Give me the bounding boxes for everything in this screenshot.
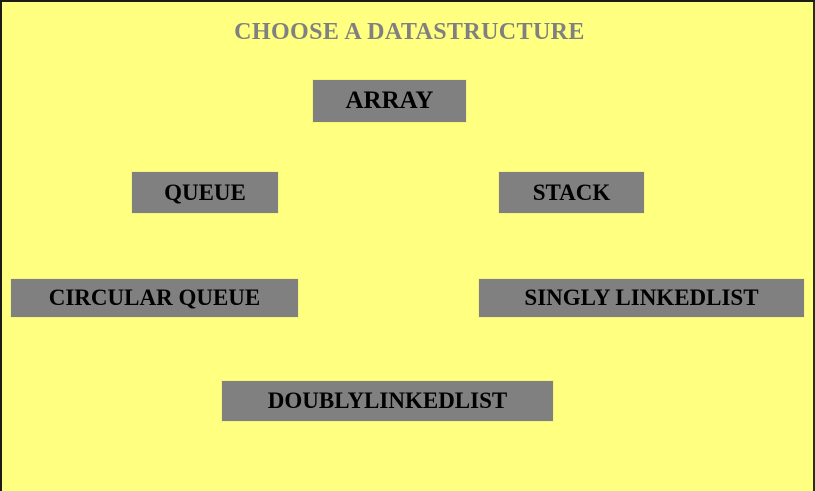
- queue-button[interactable]: QUEUE: [132, 172, 278, 213]
- doubly-linkedlist-button[interactable]: DOUBLYLINKEDLIST: [222, 381, 553, 421]
- array-button[interactable]: ARRAY: [313, 80, 466, 122]
- singly-linkedlist-button[interactable]: SINGLY LINKEDLIST: [479, 279, 804, 317]
- stack-button[interactable]: STACK: [499, 172, 644, 213]
- page-title: CHOOSE A DATASTRUCTURE: [234, 19, 585, 45]
- circular-queue-button[interactable]: CIRCULAR QUEUE: [11, 279, 298, 317]
